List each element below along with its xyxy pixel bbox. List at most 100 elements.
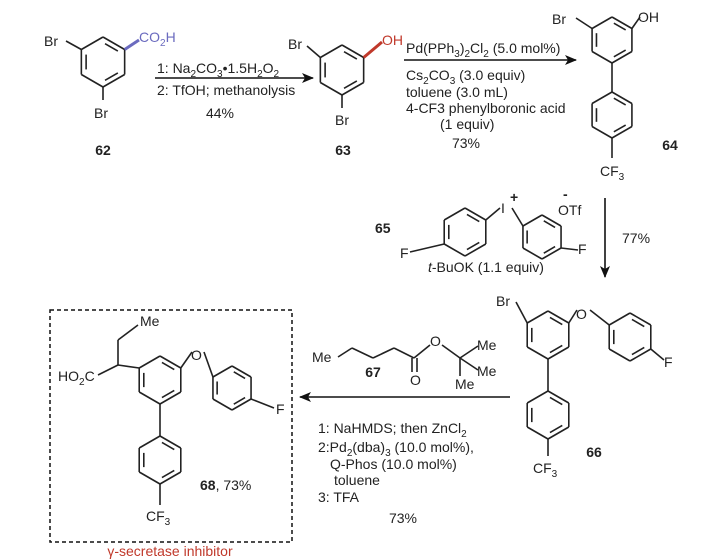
c62-ring-double-bond [104, 42, 119, 52]
c66-br-bond [515, 301, 528, 324]
c64-ring-top-double-bond [613, 49, 627, 58]
c68-ring-a-bond [138, 391, 161, 405]
step2-equiv: (1 equiv) [440, 116, 494, 132]
c65-otf: OTf [558, 202, 581, 218]
c65-ring-right-bond [541, 214, 562, 227]
c68-label: 68, 73% [200, 477, 251, 493]
c68-ring-c-bond [231, 398, 252, 411]
c67-o-ester: O [430, 333, 441, 349]
c66-ring-b-bond [526, 390, 549, 404]
c68-ring-c-bond [231, 365, 252, 378]
c62-br-bond [65, 40, 82, 51]
c68-ring-c-double-bond [233, 371, 246, 380]
c68-ring-a-double-bond [161, 361, 175, 371]
c65-ring-left-bond [464, 207, 487, 221]
c68-ch-bond [117, 364, 140, 369]
c65-ring-right-bond [522, 247, 543, 260]
c66-o-bond [589, 309, 610, 326]
step4-reagent-3: 3: TFA [318, 489, 360, 505]
c64-ring-top-bond [611, 50, 633, 64]
c67-chain-bond [441, 344, 461, 359]
c64-br: Br [552, 11, 566, 27]
c63-ring-bond [319, 44, 343, 59]
c68-ring-b-bond [159, 471, 182, 485]
step3-base: t-BuOK (1.1 equiv) [428, 259, 544, 275]
c66-ring-a-bond [526, 346, 549, 360]
c65-ring-right-bond [541, 247, 562, 260]
c65-minus: - [563, 186, 568, 202]
c63-ring-double-bond [343, 80, 358, 90]
c68-ring-a-bond [159, 391, 182, 405]
c62-br-top: Br [44, 33, 58, 49]
c63-ring-bond [319, 81, 343, 96]
step2-yield: 73% [452, 135, 480, 151]
step1-reagent-2: 2: TfOH; methanolysis [157, 82, 295, 98]
c67-chain-bond [372, 347, 395, 359]
c68-o: O [191, 347, 202, 363]
c68-o-bond [180, 351, 193, 369]
c64-ring-bottom-bond [611, 125, 633, 139]
c62-br-bottom: Br [94, 105, 108, 121]
c65-i-bond [485, 207, 501, 221]
c68-ring-b-double-bond [161, 441, 175, 451]
c62-label: 62 [95, 142, 111, 158]
c64-ring-top-double-bond [613, 22, 627, 31]
c68-co2h-bond [97, 364, 119, 376]
c62-ring-bond [80, 36, 104, 51]
c68-ring-a-bond [138, 355, 161, 369]
c68-f-bond [250, 398, 275, 409]
c63-ring-bond [341, 44, 365, 59]
c65-ring-right-double-bond [543, 220, 556, 229]
c64-ring-top-bond [591, 16, 613, 30]
c63-br-bottom: Br [335, 112, 349, 128]
product-box [49, 309, 293, 543]
c62-ring-bond [102, 36, 126, 51]
c66-o: O [576, 306, 587, 322]
c68-ring-b-bond [138, 435, 161, 449]
c66-ring-a-double-bond [549, 344, 563, 354]
c68-caption: γ-secretase inhibitor [107, 543, 233, 559]
c64-oh: OH [638, 9, 659, 25]
c66-ring-b-double-bond [549, 424, 563, 434]
c67-me: Me [312, 349, 332, 365]
c64-ring-bottom-bond [591, 91, 613, 105]
c64-ring-bottom-bond [591, 125, 613, 139]
c66-ring-c-double-bond [631, 318, 645, 328]
c62-ring-bond [102, 73, 126, 88]
c66-f: F [664, 354, 673, 370]
c67-chain-bond [459, 357, 479, 371]
c68-ring-a-double-bond [161, 389, 175, 399]
c66-ring-c-bond [608, 348, 631, 362]
c65-f-left: F [400, 245, 409, 261]
c68-f: F [276, 401, 285, 417]
c63-br-bond [306, 45, 321, 59]
c66-ring-b-bond [526, 426, 549, 440]
c65-ring-left-bond [443, 207, 466, 221]
step3-yield: 77% [622, 230, 650, 246]
c66-f-bond [650, 348, 665, 361]
c66-ring-c-double-bond [631, 346, 645, 356]
step4-reagent-2: 2:Pd2(dba)3 (10.0 mol%), [318, 439, 474, 459]
step4-ligand: Q-Phos (10.0 mol%) [330, 456, 457, 472]
c64-cf3: CF3 [600, 163, 625, 183]
c65-ring-left-bond [443, 243, 466, 257]
c64-br-bond [575, 17, 593, 30]
c66-o-bond [568, 309, 578, 324]
c65-ring-right-double-bond [543, 245, 556, 254]
c65-ring-left-double-bond [466, 241, 480, 251]
c66-ring-c-bond [629, 348, 652, 362]
c65-ring-left-bond [464, 243, 487, 257]
step2-boronic-acid: 4-CF3 phenylboronic acid [406, 100, 566, 116]
step1-reagent-1: 1: Na2CO3•1.5H2O2 [157, 60, 280, 80]
c66-ring-a-bond [547, 310, 570, 324]
c68-chain-bond [117, 324, 139, 341]
c66-ring-a-double-bond [549, 316, 563, 326]
c68-ring-b-double-bond [161, 469, 175, 479]
c64-ring-bottom-double-bond [613, 124, 627, 133]
c67-chain-bond [351, 347, 374, 359]
c66-br: Br [496, 293, 510, 309]
c67-chain-bond [393, 347, 415, 359]
c64-ring-bottom-double-bond [613, 97, 627, 106]
c65-ring-right-bond [522, 214, 543, 227]
c68-ring-c-bond [212, 365, 233, 378]
